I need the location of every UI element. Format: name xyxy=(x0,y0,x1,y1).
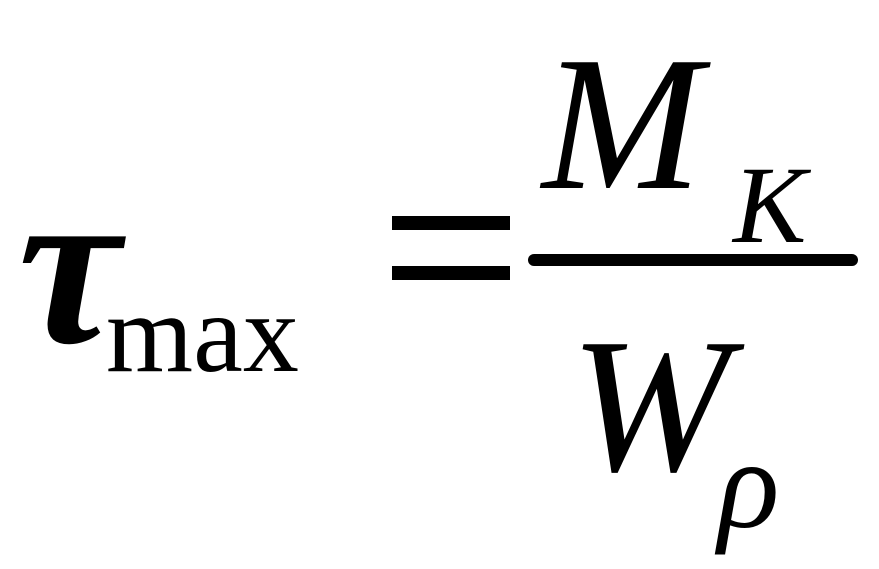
tau-subscript-max: max xyxy=(106,272,299,396)
denominator-subscript-rho: ρ xyxy=(718,413,780,555)
tau-symbol: τ xyxy=(18,137,121,392)
equals-sign xyxy=(392,206,510,280)
numerator-symbol-m: M xyxy=(542,17,702,230)
equals-top-bar xyxy=(392,216,510,230)
denominator-symbol-w: W xyxy=(570,299,730,512)
equals-bottom-bar xyxy=(392,266,510,280)
fraction-line xyxy=(528,254,858,266)
numerator-subscript-k: K xyxy=(733,144,807,266)
